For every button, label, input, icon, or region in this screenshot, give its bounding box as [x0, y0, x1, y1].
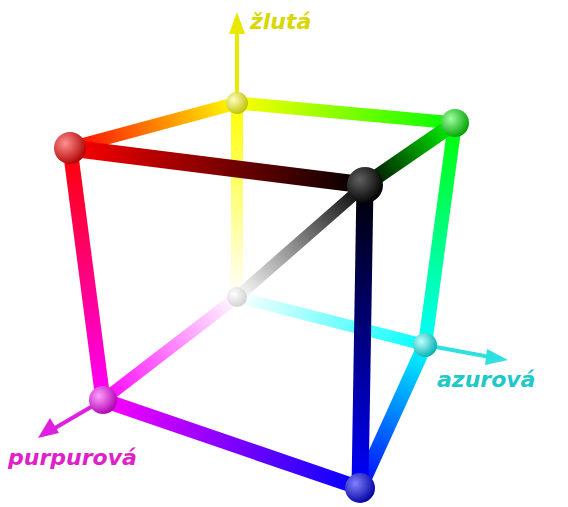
- axis-label: žlutá: [250, 10, 311, 34]
- axis-label: azurová: [437, 368, 535, 392]
- axis-label: purpurová: [8, 446, 137, 470]
